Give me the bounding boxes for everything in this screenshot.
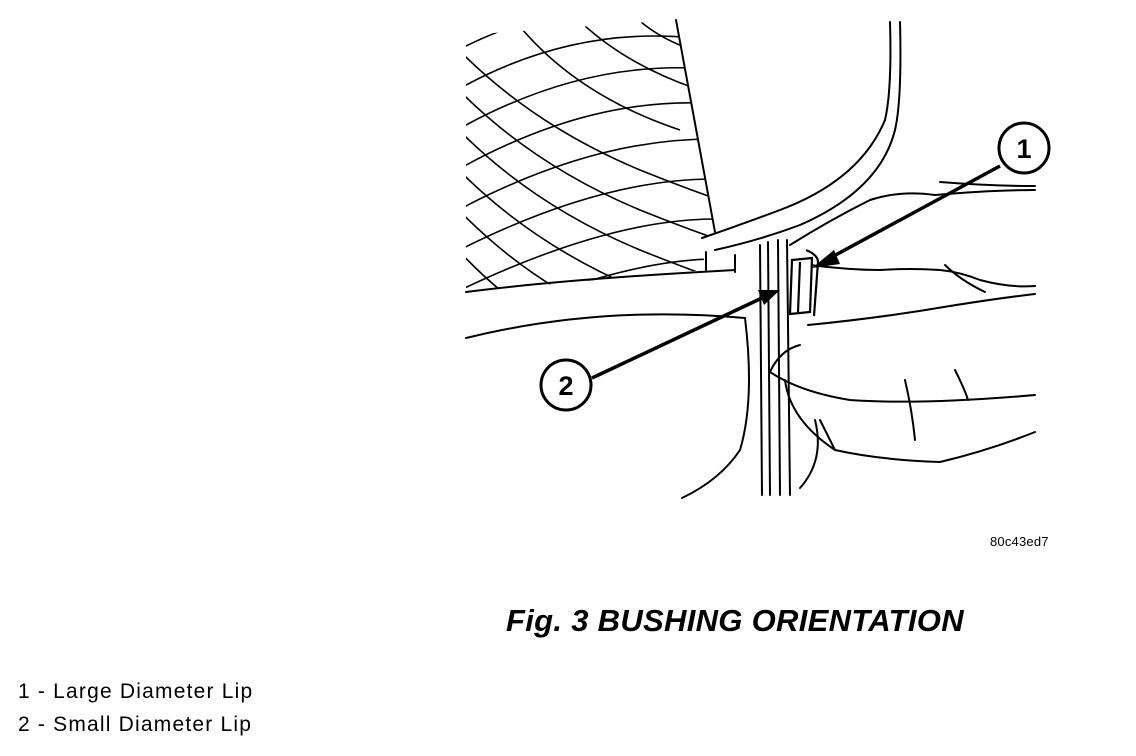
housing-linework <box>465 19 1036 499</box>
callout-2: 2 <box>539 358 593 412</box>
callout-2-label: 2 <box>558 371 573 401</box>
legend-item: 2 - Small Diameter Lip <box>18 713 253 736</box>
image-code: 80c43ed7 <box>990 534 1049 549</box>
legend-item: 1 - Large Diameter Lip <box>18 680 254 703</box>
bushing <box>788 248 820 317</box>
legend: 1 - Large Diameter Lip 2 - Small Diamete… <box>18 678 253 744</box>
callout-1-label: 1 <box>1016 134 1031 164</box>
callout-arrows <box>591 164 1001 380</box>
figure-caption: Fig. 3 BUSHING ORIENTATION <box>506 603 964 638</box>
callout-1: 1 <box>997 121 1051 175</box>
